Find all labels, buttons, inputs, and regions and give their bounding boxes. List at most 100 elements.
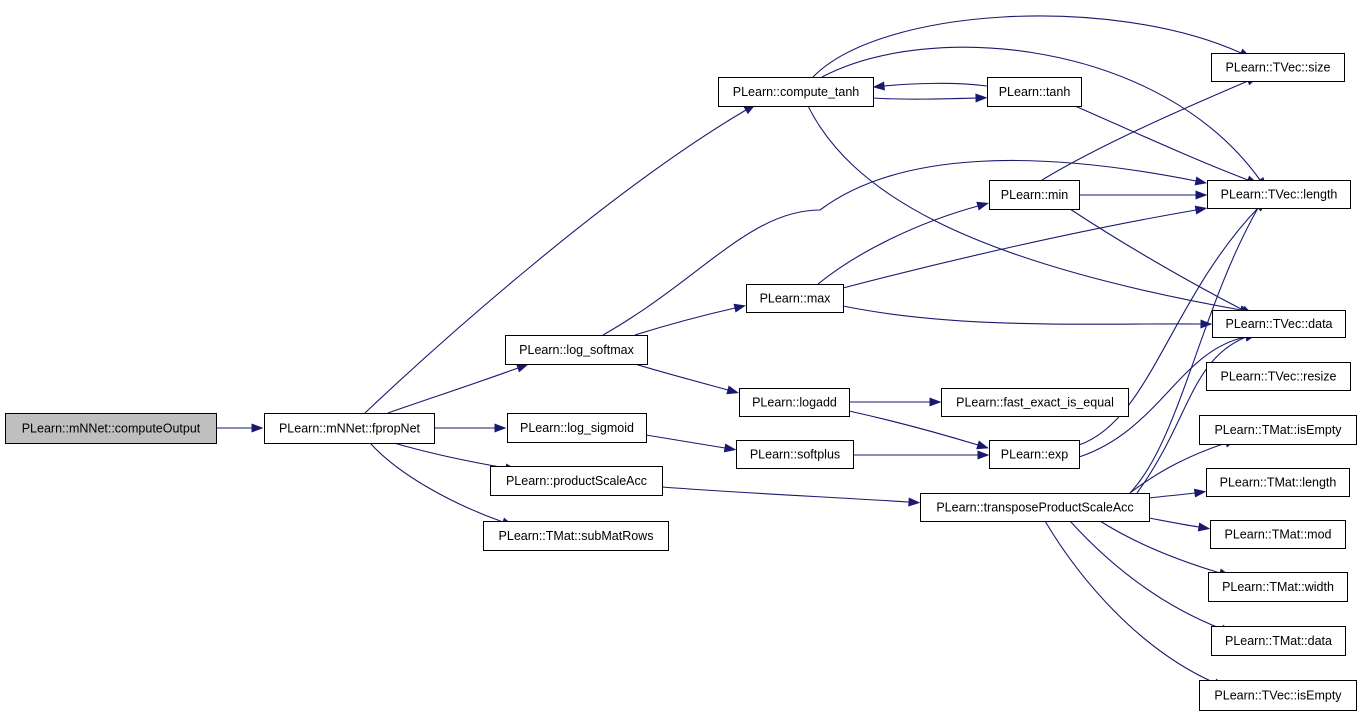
call-graph-nodes: PLearn::mNNet::computeOutput PLearn::mNNe… (5, 53, 1357, 711)
node-log-softmax[interactable]: PLearn::log_softmax (505, 335, 648, 365)
node-label: PLearn::TMat::subMatRows (499, 529, 654, 543)
node-tmat-data[interactable]: PLearn::TMat::data (1211, 626, 1346, 656)
edge-arrowhead (872, 81, 885, 91)
node-box (1206, 362, 1351, 391)
call-edge-log-softmax-to-logadd (634, 363, 740, 395)
call-edge-logadd-to-fast-exact-is-equal (849, 397, 942, 407)
call-edge-min-to-tvec-data (1069, 208, 1254, 316)
node-tmat-mod[interactable]: PLearn::TMat::mod (1210, 520, 1346, 549)
edge-line (1129, 207, 1259, 494)
node-box (264, 413, 435, 444)
node-fast-exact-is-equal[interactable]: PLearn::fast_exact_is_equal (941, 388, 1129, 417)
node-label: PLearn::TVec::length (1221, 188, 1338, 202)
edge-arrowhead (975, 93, 988, 103)
edge-line (1044, 520, 1216, 684)
node-computeOutput: PLearn::mNNet::computeOutput (5, 413, 217, 444)
node-label: PLearn::min (1001, 188, 1068, 202)
edge-arrowhead (976, 440, 989, 450)
node-subMatRows[interactable]: PLearn::TMat::subMatRows (483, 521, 669, 551)
node-tvec-resize[interactable]: PLearn::TVec::resize (1206, 362, 1351, 391)
edge-line (369, 442, 504, 523)
edge-line (883, 82, 988, 87)
node-tanh[interactable]: PLearn::tanh (987, 77, 1082, 107)
node-min[interactable]: PLearn::min (989, 180, 1080, 210)
edge-arrowhead (1194, 205, 1208, 215)
call-edge-softplus-to-exp (853, 450, 990, 460)
node-tmat-width[interactable]: PLearn::TMat::width (1208, 572, 1348, 602)
call-edge-transposeProductScaleAcc-to-tmat-length (1148, 488, 1207, 499)
node-productScaleAcc[interactable]: PLearn::productScaleAcc (490, 466, 663, 496)
node-tvec-length[interactable]: PLearn::TVec::length (1207, 180, 1351, 209)
node-label: PLearn::exp (1001, 448, 1068, 462)
node-box (989, 180, 1080, 210)
node-label: PLearn::TMat::mod (1225, 528, 1332, 542)
node-softplus[interactable]: PLearn::softplus (736, 440, 854, 469)
call-edge-computeOutput-to-fpropNet (217, 423, 264, 433)
node-label: PLearn::TVec::size (1226, 61, 1331, 75)
node-label: PLearn::max (760, 292, 832, 306)
edge-line (872, 97, 977, 100)
node-box (736, 440, 854, 469)
call-edge-fpropNet-to-log-sigmoid (434, 423, 507, 433)
edge-line (812, 15, 1242, 78)
call-edge-compute-tanh-to-tanh (872, 93, 988, 103)
edge-line (1078, 336, 1247, 458)
edge-line (645, 434, 726, 449)
edge-arrowhead (251, 423, 264, 433)
edge-line (842, 209, 1197, 289)
edge-arrowhead (1194, 176, 1208, 186)
node-label: PLearn::TVec::resize (1220, 370, 1336, 384)
node-label: PLearn::compute_tanh (733, 85, 860, 99)
node-box (507, 413, 647, 443)
node-label: PLearn::mNNet::computeOutput (22, 422, 201, 436)
node-exp[interactable]: PLearn::exp (989, 440, 1080, 469)
edge-line (821, 46, 1261, 181)
call-edge-fpropNet-to-compute-tanh (364, 104, 756, 414)
node-log-sigmoid[interactable]: PLearn::log_sigmoid (507, 413, 647, 443)
node-box (746, 284, 844, 313)
node-label: PLearn::log_sigmoid (520, 421, 634, 435)
node-max[interactable]: PLearn::max (746, 284, 844, 313)
node-label: PLearn::logadd (752, 396, 837, 410)
node-box (1210, 520, 1346, 549)
node-box (490, 466, 663, 496)
node-tmat-length[interactable]: PLearn::TMat::length (1206, 468, 1350, 497)
node-tvec-data[interactable]: PLearn::TVec::data (1212, 310, 1346, 338)
node-label: PLearn::TMat::width (1222, 580, 1334, 594)
node-label: PLearn::TMat::data (1225, 634, 1332, 648)
node-compute-tanh[interactable]: PLearn::compute_tanh (718, 77, 874, 107)
call-edge-productScaleAcc-to-transposeProductScaleAcc (661, 486, 921, 507)
call-edge-min-to-tvec-length (1079, 190, 1208, 200)
call-edge-max-to-tvec-data (842, 305, 1213, 329)
node-tmat-isEmpty[interactable]: PLearn::TMat::isEmpty (1199, 415, 1357, 445)
node-label: PLearn::fast_exact_is_equal (956, 396, 1114, 410)
call-edge-transposeProductScaleAcc-to-tmat-data (1069, 520, 1233, 634)
node-label: PLearn::productScaleAcc (506, 474, 647, 488)
edge-arrowhead (1193, 488, 1207, 498)
edge-line (1041, 80, 1249, 181)
node-label: PLearn::TVec::isEmpty (1214, 689, 1342, 703)
edge-line (1074, 105, 1249, 181)
node-label: PLearn::TMat::isEmpty (1214, 423, 1342, 437)
node-tvec-size[interactable]: PLearn::TVec::size (1211, 53, 1345, 82)
edge-arrowhead (494, 423, 507, 433)
edge-line (1078, 207, 1259, 446)
edge-arrowhead (1197, 522, 1211, 532)
node-box (505, 335, 648, 365)
call-graph-edges (217, 15, 1267, 688)
node-box (1199, 415, 1357, 445)
edge-line (387, 367, 519, 414)
node-logadd[interactable]: PLearn::logadd (739, 388, 850, 417)
call-edge-transposeProductScaleAcc-to-tmat-mod (1148, 517, 1211, 532)
edge-line (848, 410, 979, 446)
node-tvec-isEmpty[interactable]: PLearn::TVec::isEmpty (1199, 680, 1357, 711)
node-label: PLearn::transposeProductScaleAcc (936, 501, 1133, 515)
node-box (739, 388, 850, 417)
edge-line (634, 363, 729, 391)
call-edge-transposeProductScaleAcc-to-tvec-isEmpty (1044, 520, 1226, 688)
node-fpropNet[interactable]: PLearn::mNNet::fpropNet (264, 413, 435, 444)
node-box (1208, 572, 1348, 602)
node-transposeProductScaleAcc[interactable]: PLearn::transposeProductScaleAcc (920, 493, 1150, 522)
node-box (1212, 310, 1346, 338)
node-box (1199, 680, 1357, 711)
